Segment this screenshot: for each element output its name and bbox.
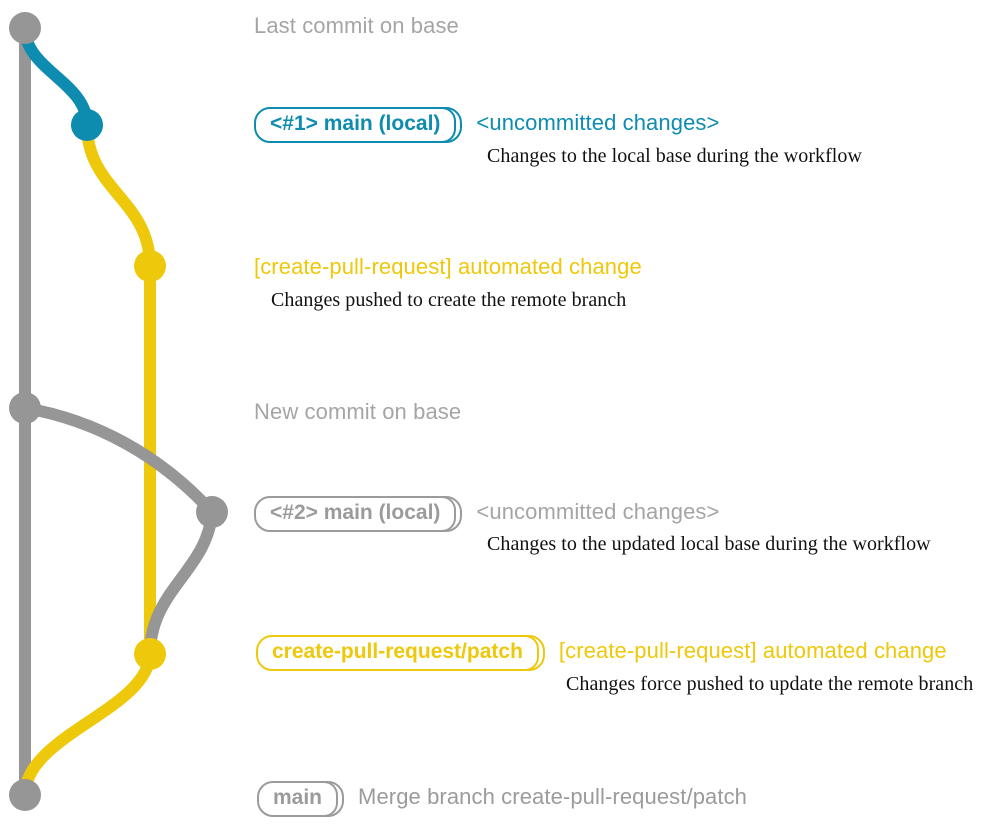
- ref-badge-main[interactable]: main: [257, 781, 345, 817]
- edge-new-commit-to-local-main-2: [19, 402, 218, 518]
- ref-badge-label-local-main-2: <#2> main (local): [254, 496, 463, 532]
- commit-subject-new-commit-on-base: New commit on base: [254, 399, 462, 424]
- commit-subject-automated-change-2: [create-pull-request] automated change: [558, 638, 947, 663]
- commit-note-automated-change-1: Changes pushed to create the remote bran…: [271, 289, 627, 311]
- commit-row-local-main-2: <#2> main (local) <uncommitted changes>: [254, 496, 719, 532]
- node-automated-change-2[interactable]: [134, 638, 166, 670]
- commit-subject-local-main-1: <uncommitted changes>: [476, 110, 720, 135]
- ref-badge-local-main-1[interactable]: <#1> main (local): [254, 107, 463, 143]
- commit-subject-last-commit-on-base: Last commit on base: [254, 13, 459, 38]
- node-local-main-1[interactable]: [71, 109, 103, 141]
- commit-note-local-main-1: Changes to the local base during the wor…: [487, 145, 862, 167]
- commit-note-automated-change-2: Changes force pushed to update the remot…: [566, 673, 974, 695]
- node-automated-change-1[interactable]: [134, 250, 166, 282]
- node-new-commit-on-base[interactable]: [9, 392, 41, 424]
- edge-local-main-2-to-automated-change-2: [144, 506, 218, 660]
- commit-nodes: [9, 12, 228, 811]
- commit-row-automated-change-2: create-pull-request/patch [create-pull-r…: [256, 635, 947, 671]
- edge-automated-change-2-to-merge-commit: [19, 648, 156, 801]
- commit-subject-merge-commit: Merge branch create-pull-request/patch: [358, 784, 748, 809]
- node-merge-commit[interactable]: [9, 779, 41, 811]
- ref-badge-label-main: main: [257, 781, 345, 817]
- commit-row-merge-commit: main Merge branch create-pull-request/pa…: [257, 781, 747, 817]
- node-last-commit-on-base[interactable]: [9, 12, 41, 44]
- ref-badge-local-main-2[interactable]: <#2> main (local): [254, 496, 463, 532]
- ref-badge-create-pull-request-patch[interactable]: create-pull-request/patch: [256, 635, 545, 671]
- commit-subject-automated-change-1: [create-pull-request] automated change: [254, 254, 642, 279]
- ref-badge-label-create-pull-request-patch: create-pull-request/patch: [256, 635, 545, 671]
- commit-note-local-main-2: Changes to the updated local base during…: [487, 533, 931, 555]
- edge-base-to-local-main-1: [19, 22, 93, 131]
- node-local-main-2[interactable]: [196, 496, 228, 528]
- ref-badge-label-local-main-1: <#1> main (local): [254, 107, 463, 143]
- commit-subject-local-main-2: <uncommitted changes>: [476, 499, 720, 524]
- edge-local-main-1-to-automated-change-1: [81, 119, 156, 272]
- commit-row-local-main-1: <#1> main (local) <uncommitted changes>: [254, 107, 719, 143]
